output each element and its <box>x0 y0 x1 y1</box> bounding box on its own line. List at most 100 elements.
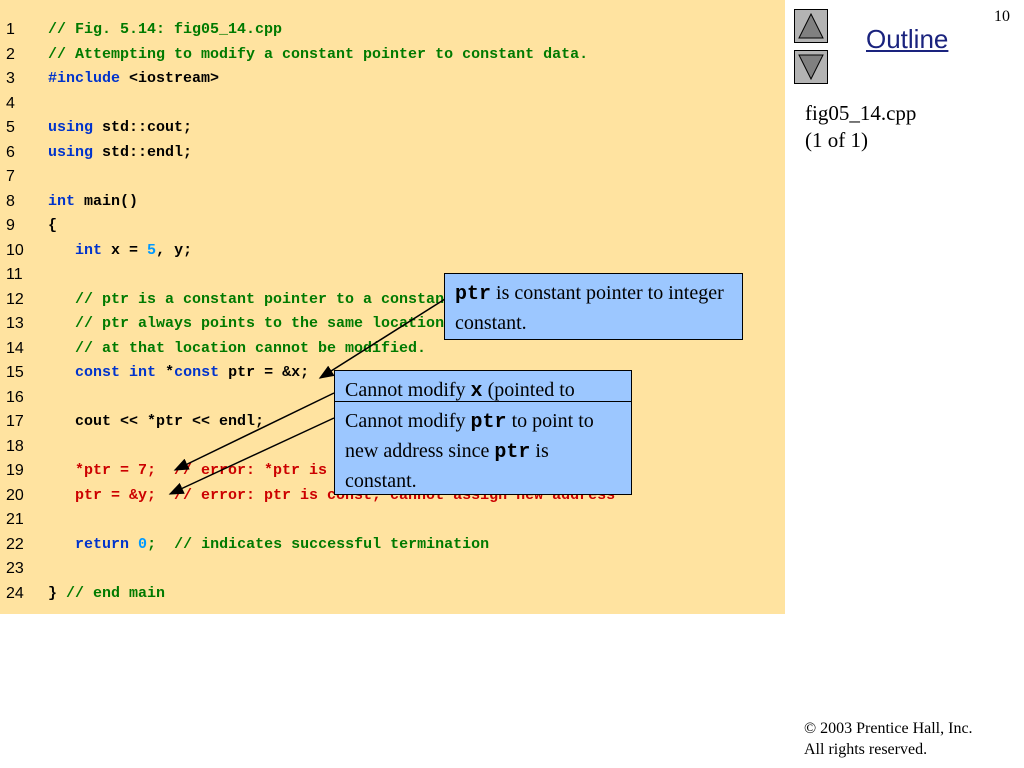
code-text: // at that location cannot be modified. <box>48 337 426 361</box>
code-line: 15 const int *const ptr = &x; <box>0 361 785 385</box>
callout-text: Cannot modify <box>345 379 471 401</box>
code-token: { <box>48 217 58 234</box>
previous-slide-button[interactable] <box>794 9 828 43</box>
callout-code: ptr <box>455 283 492 306</box>
code-token <box>48 242 75 259</box>
callout-code: ptr <box>470 411 507 434</box>
code-token <box>48 364 75 381</box>
line-number: 14 <box>6 339 24 357</box>
callout-text: is constant. <box>345 440 549 492</box>
code-line: 1 // Fig. 5.14: fig05_14.cpp <box>0 18 785 42</box>
code-line: 21 <box>0 508 785 532</box>
code-token: } <box>48 584 58 602</box>
line-number: 10 <box>6 241 24 259</box>
callout-text: is constant pointer to integer constant. <box>455 282 724 334</box>
code-line: 24} // end main <box>0 582 785 606</box>
line-number: 15 <box>6 364 24 381</box>
line-number: 12 <box>6 290 24 308</box>
code-text: int x = 5, y; <box>48 239 192 263</box>
code-line: 4 <box>0 92 785 116</box>
code-token: // Fig. 5.14: fig05_14.cpp <box>48 21 283 38</box>
line-number: 19 <box>6 462 24 479</box>
code-line: 16 <box>0 386 785 410</box>
code-token <box>120 364 129 381</box>
code-token: using <box>48 143 94 161</box>
code-line: 9{ <box>0 214 785 238</box>
side-panel: fig05_14.cpp (1 of 1) <box>805 100 916 154</box>
code-text: return 0; // indicates successful termin… <box>48 533 489 557</box>
callout-text: Cannot modify <box>345 410 471 432</box>
code-token: x = <box>102 241 148 259</box>
callout-cannot-modify-ptr: Cannot modify ptr to point to new addres… <box>334 401 632 495</box>
callout-text: to point to new address since <box>345 410 594 462</box>
code-text: const int *const ptr = &x; <box>48 361 309 385</box>
line-number: 1 <box>6 21 15 38</box>
code-token: return <box>75 535 130 553</box>
copyright-line-1: © 2003 Prentice Hall, Inc. <box>804 720 973 737</box>
callout-constant-pointer: ptr is constant pointer to integer const… <box>444 273 743 340</box>
line-number: 4 <box>6 94 15 112</box>
code-line: 22 return 0; // indicates successful ter… <box>0 533 785 557</box>
code-text: cout << *ptr << endl; <box>48 410 264 434</box>
code-text: { <box>48 214 57 238</box>
code-token: ; // indicates successful termination <box>147 535 490 553</box>
copyright-line-2: All rights reserved. <box>804 741 928 758</box>
code-token: 0 <box>138 535 148 553</box>
code-line: 6 using std::endl; <box>0 141 785 165</box>
next-slide-button[interactable] <box>794 50 828 84</box>
line-number: 22 <box>6 535 24 553</box>
outline-link[interactable]: Outline <box>866 24 949 54</box>
line-number: 16 <box>6 388 24 406</box>
code-text: using std::endl; <box>48 141 192 165</box>
code-token: , y; <box>156 241 193 259</box>
code-text: // Fig. 5.14: fig05_14.cpp <box>48 18 282 42</box>
code-line: 10 int x = 5, y; <box>0 239 785 263</box>
line-number: 9 <box>6 217 15 234</box>
code-text: #include <iostream> <box>48 67 219 91</box>
file-label: fig05_14.cpp <box>805 101 917 125</box>
code-line: 2 // Attempting to modify a constant poin… <box>0 43 785 67</box>
code-token: <iostream> <box>120 70 220 87</box>
line-number: 13 <box>6 315 24 332</box>
code-line: 7 <box>0 165 785 189</box>
callout-code: x <box>470 380 483 403</box>
line-number: 6 <box>6 143 15 161</box>
line-number: 2 <box>6 45 15 63</box>
code-line: 18 <box>0 435 785 459</box>
line-number: 20 <box>6 486 24 504</box>
code-token: using <box>48 119 94 136</box>
line-number: 11 <box>6 266 23 283</box>
line-number: 21 <box>6 511 24 528</box>
code-token: const <box>75 364 121 381</box>
copyright: © 2003 Prentice Hall, Inc. All rights re… <box>804 718 973 760</box>
code-line: 23 <box>0 557 785 581</box>
code-token: 5 <box>147 241 157 259</box>
code-token: #include <box>48 70 121 87</box>
code-token <box>129 536 138 553</box>
line-number: 18 <box>6 437 24 455</box>
down-triangle-icon <box>798 54 824 81</box>
slide-number: 10 <box>994 8 1010 25</box>
code-token: int <box>129 364 157 381</box>
code-text: using std::cout; <box>48 116 192 140</box>
line-number: 17 <box>6 413 24 430</box>
code-token: // end main <box>57 584 166 602</box>
up-triangle-icon <box>798 12 824 39</box>
code-token: std::endl; <box>93 143 193 161</box>
code-text: // Attempting to modify a constant point… <box>48 43 588 67</box>
code-text: } // end main <box>48 582 165 606</box>
code-token: const <box>174 364 220 381</box>
line-number: 24 <box>6 584 24 602</box>
code-line: 3#include <iostream> <box>0 67 785 91</box>
code-token <box>48 536 75 553</box>
code-line: 11 <box>0 263 785 287</box>
page-label: (1 of 1) <box>805 128 868 152</box>
code-token: cout << *ptr << endl; <box>48 413 265 430</box>
callout-text: (pointed to <box>482 379 575 401</box>
code-line: 14 // at that location cannot be modifie… <box>0 337 785 361</box>
callout-code: ptr <box>494 441 531 464</box>
code-token: main() <box>75 192 139 210</box>
code-token: int <box>48 192 76 210</box>
line-number: 7 <box>6 168 15 185</box>
